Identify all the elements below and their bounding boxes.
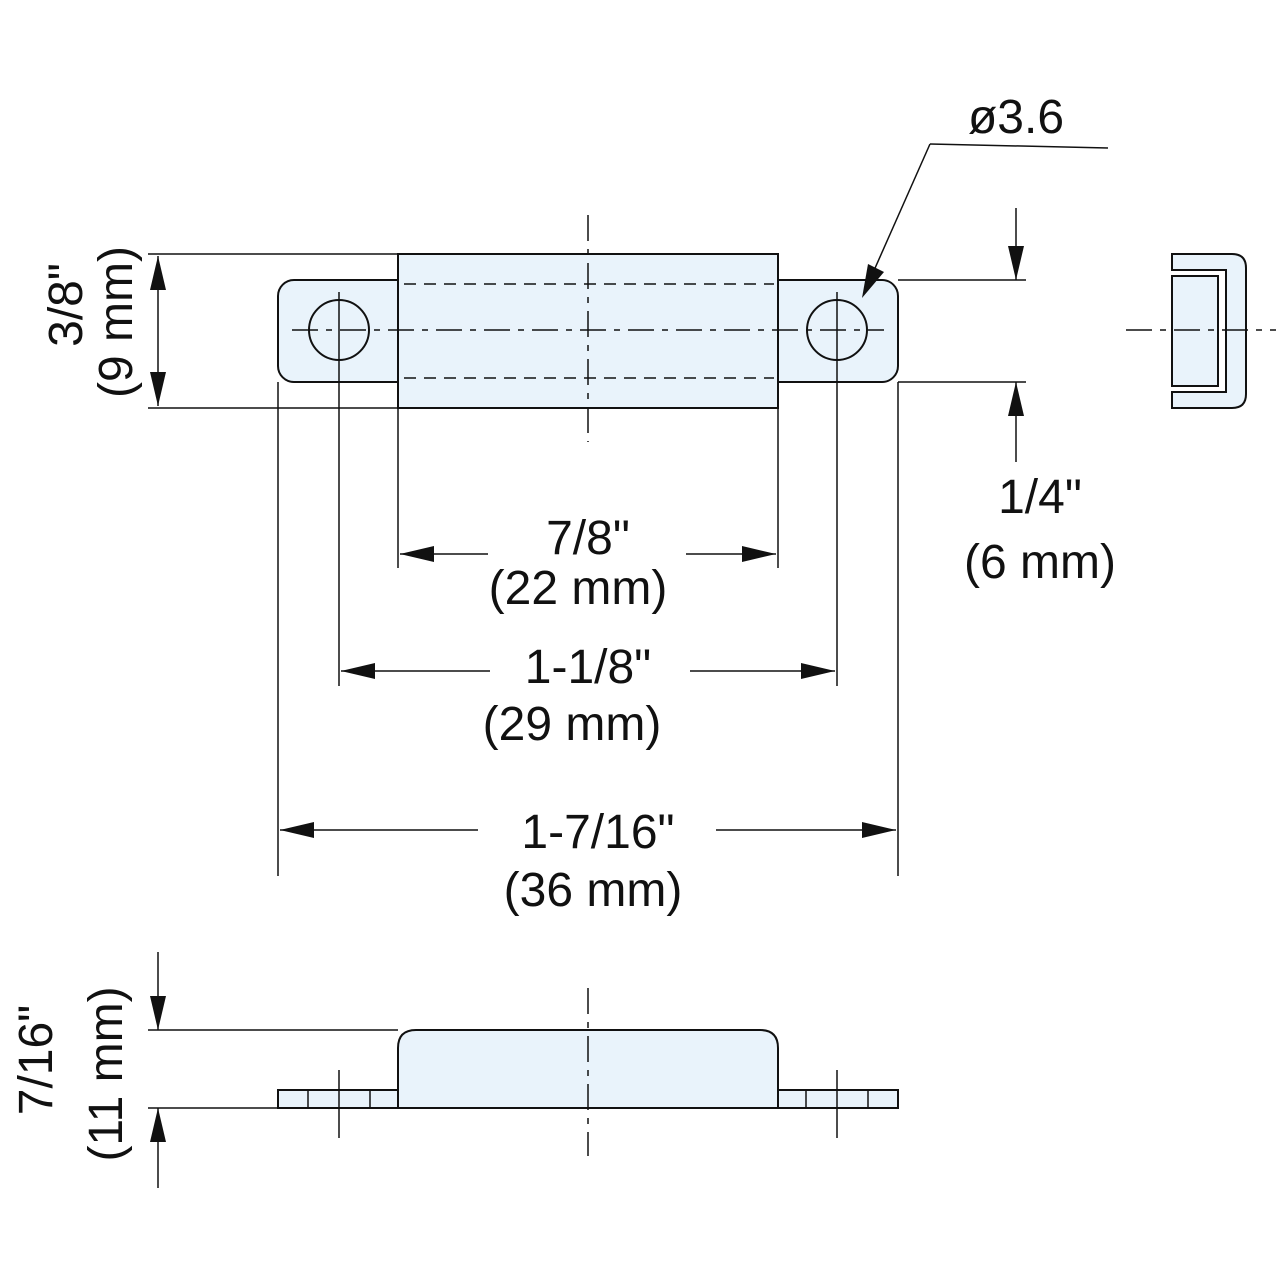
side-height-dimension: 7/16" (11 mm) [10, 952, 398, 1188]
side-height-mm-label: (11 mm) [80, 986, 133, 1161]
height-mm-label: (9 mm) [90, 246, 143, 398]
body-length-dimension: 7/8" (22 mm) [400, 512, 776, 615]
side-housing [397, 1029, 779, 1109]
height-dimension: 3/8" (9 mm) [40, 246, 166, 406]
side-height-in-label: 7/16" [10, 1005, 63, 1115]
diameter-callout: ø3.6 [862, 91, 1109, 298]
overall-length-in-label: 1-7/16" [521, 806, 674, 859]
hole-spacing-dimension: 1-1/8" (29 mm) [341, 641, 835, 751]
hole-spacing-in-label: 1-1/8" [525, 641, 651, 694]
body-length-in-label: 7/8" [546, 512, 630, 565]
overall-length-mm-label: (36 mm) [504, 864, 683, 917]
extension-lines [148, 253, 1026, 876]
thickness-dimension: 1/4" (6 mm) [964, 208, 1116, 589]
side-view [277, 988, 899, 1156]
body-length-mm-label: (22 mm) [489, 562, 668, 615]
top-view [277, 215, 899, 686]
thickness-mm-label: (6 mm) [964, 536, 1116, 589]
height-in-label: 3/8" [40, 263, 93, 347]
hole-spacing-mm-label: (29 mm) [483, 698, 662, 751]
diameter-label: ø3.6 [968, 91, 1064, 144]
thickness-in-label: 1/4" [998, 471, 1082, 524]
overall-length-dimension: 1-7/16" (36 mm) [280, 806, 896, 917]
end-view [1126, 253, 1276, 409]
